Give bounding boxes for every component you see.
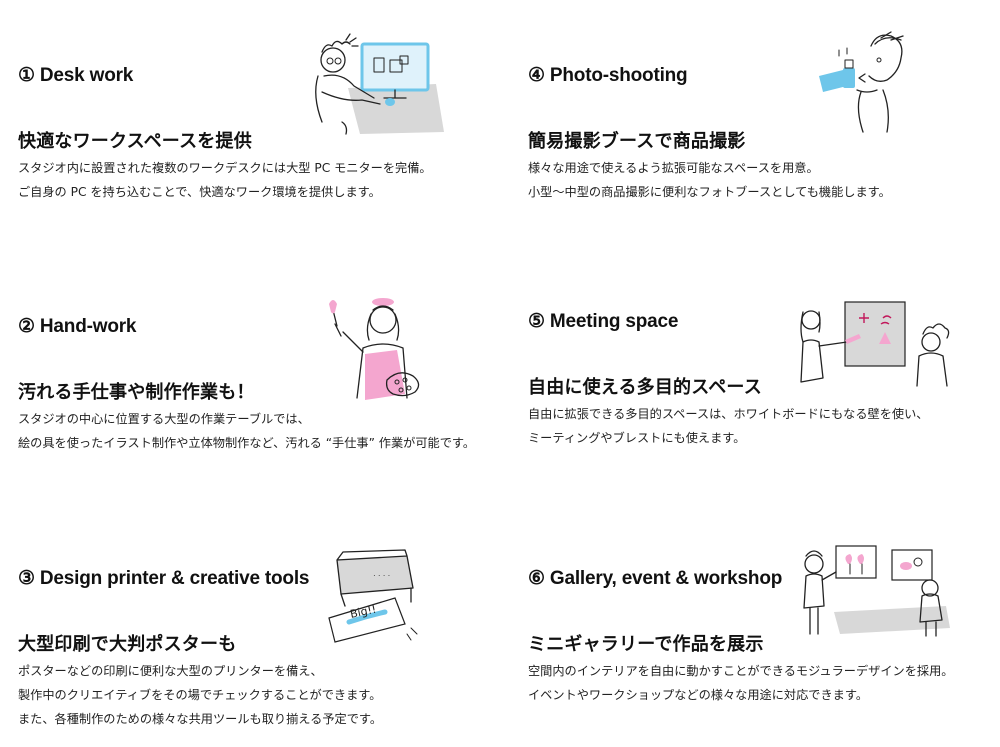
feature-heading: ミニギャラリーで作品を展示 xyxy=(528,634,764,655)
description-line: 自由に拡張できる多目的スペースは、ホワイトボードにもなる壁を使い、 xyxy=(528,407,929,421)
description-line: スタジオ内に設置された複数のワークデスクには大型 PC モニターを完備。 xyxy=(18,161,432,175)
beret-icon xyxy=(372,298,394,306)
feature-heading: 快適なワークスペースを提供 xyxy=(18,131,252,152)
feature-hand-work: ② Hand-work 汚れる手仕事や制作作業も！ スタジオの中心に位置する大型… xyxy=(18,315,518,465)
description-line: スタジオの中心に位置する大型の作業テーブルでは、 xyxy=(18,412,310,426)
framed-artwork-icon xyxy=(835,545,877,579)
paintbrush-icon xyxy=(329,300,337,314)
description-line: 小型〜中型の商品撮影に便利なフォトブースとしても機能します。 xyxy=(528,185,891,199)
printout-text: Big!! xyxy=(349,603,378,621)
feature-description: 様々な用途で使えるよう拡張可能なスペースを用意。 小型〜中型の商品撮影に便利なフ… xyxy=(528,156,891,204)
person-head-icon xyxy=(369,306,397,334)
apron-shape xyxy=(365,350,405,400)
description-line: イベントやワークショップなどの様々な用途に対応できます。 xyxy=(528,688,869,702)
person-head-icon xyxy=(921,579,939,597)
whiteboard-shape xyxy=(844,301,906,367)
hand-work-illustration xyxy=(325,296,421,404)
person-head-icon xyxy=(804,554,824,574)
triangle-drawing-icon xyxy=(879,332,891,344)
feature-description: スタジオの中心に位置する大型の作業テーブルでは、 絵の具を使ったイラスト制作や立… xyxy=(18,407,475,455)
camera-icon xyxy=(843,68,855,88)
framed-artwork-icon xyxy=(891,549,933,581)
monitor-icon xyxy=(360,42,430,92)
person-head-icon xyxy=(921,332,941,352)
feature-title: ④ Photo-shooting xyxy=(528,65,688,86)
palette-icon xyxy=(385,372,420,397)
feature-meeting-space: ⑤ Meeting space 自由に使える多目的スペース 自由に拡張できる多目… xyxy=(528,310,998,460)
description-line: 製作中のクリエイティブをその場でチェックすることができます。 xyxy=(18,688,382,702)
description-line: ご自身の PC を持ち込むことで、快適なワーク環境を提供します。 xyxy=(18,185,381,199)
feature-title: ⑤ Meeting space xyxy=(528,311,679,332)
feature-heading: 自由に使える多目的スペース xyxy=(528,377,762,398)
feature-description: スタジオ内に設置された複数のワークデスクには大型 PC モニターを完備。 ご自身… xyxy=(18,156,432,204)
feature-title: ② Hand-work xyxy=(18,316,137,337)
meeting-illustration xyxy=(797,300,953,390)
feature-photo-shooting: ④ Photo-shooting 簡易撮影ブースで商品撮影 様々な用途で使えるよ… xyxy=(528,64,998,214)
feature-heading: 大型印刷で大判ポスターも xyxy=(18,634,237,655)
printer-panel-text: · · · · xyxy=(373,571,390,580)
person-head-icon xyxy=(801,310,821,330)
feature-heading: 簡易撮影ブースで商品撮影 xyxy=(528,131,746,152)
marker-icon xyxy=(845,334,861,344)
feature-gallery: ⑥ Gallery, event & workshop ミニギャラリーで作品を展… xyxy=(528,567,998,717)
feature-description: 自由に拡張できる多目的スペースは、ホワイトボードにもなる壁を使い、 ミーティング… xyxy=(528,402,928,450)
printout-paper-shape xyxy=(328,597,406,643)
description-line: ミーティングやブレストにも使えます。 xyxy=(528,431,746,445)
product-box-icon xyxy=(819,70,847,92)
gallery-illustration xyxy=(800,540,950,640)
feature-title: ① Desk work xyxy=(18,65,134,86)
person-head-icon xyxy=(320,47,346,73)
gallery-floor-shape xyxy=(834,606,950,634)
person-head-icon xyxy=(868,34,903,82)
photo-shooting-illustration xyxy=(817,30,911,134)
printer-body-shape xyxy=(337,556,413,594)
description-line: ポスターなどの印刷に便利な大型のプリンターを備え、 xyxy=(18,664,323,678)
feature-heading: 汚れる手仕事や制作作業も！ xyxy=(18,382,255,403)
feature-title: ③ Design printer & creative tools xyxy=(18,568,310,589)
feature-description: 空間内のインテリアを自由に動かすことができるモジュラーデザインを採用。 イベント… xyxy=(528,659,953,707)
description-line: 様々な用途で使えるよう拡張可能なスペースを用意。 xyxy=(528,161,819,175)
description-line: 絵の具を使ったイラスト制作や立体物制作など、汚れる “手仕事” 作業が可能です。 xyxy=(18,436,476,450)
feature-design-printer: ③ Design printer & creative tools 大型印刷で大… xyxy=(18,567,488,737)
mouse-icon xyxy=(385,98,395,106)
description-line: また、各種制作のための様々な共用ツールも取り揃える予定です。 xyxy=(18,712,383,726)
description-line: 空間内のインテリアを自由に動かすことができるモジュラーデザインを採用。 xyxy=(528,664,954,678)
feature-desk-work: ① Desk work 快適なワークスペースを提供 スタジオ内に設置された複数の… xyxy=(18,64,488,214)
feature-title: ⑥ Gallery, event & workshop xyxy=(528,568,783,589)
desk-work-illustration xyxy=(308,30,444,135)
feature-description: ポスターなどの印刷に便利な大型のプリンターを備え、 製作中のクリエイティブをその… xyxy=(18,659,382,731)
printer-illustration: · · · · Big!! xyxy=(323,548,423,644)
